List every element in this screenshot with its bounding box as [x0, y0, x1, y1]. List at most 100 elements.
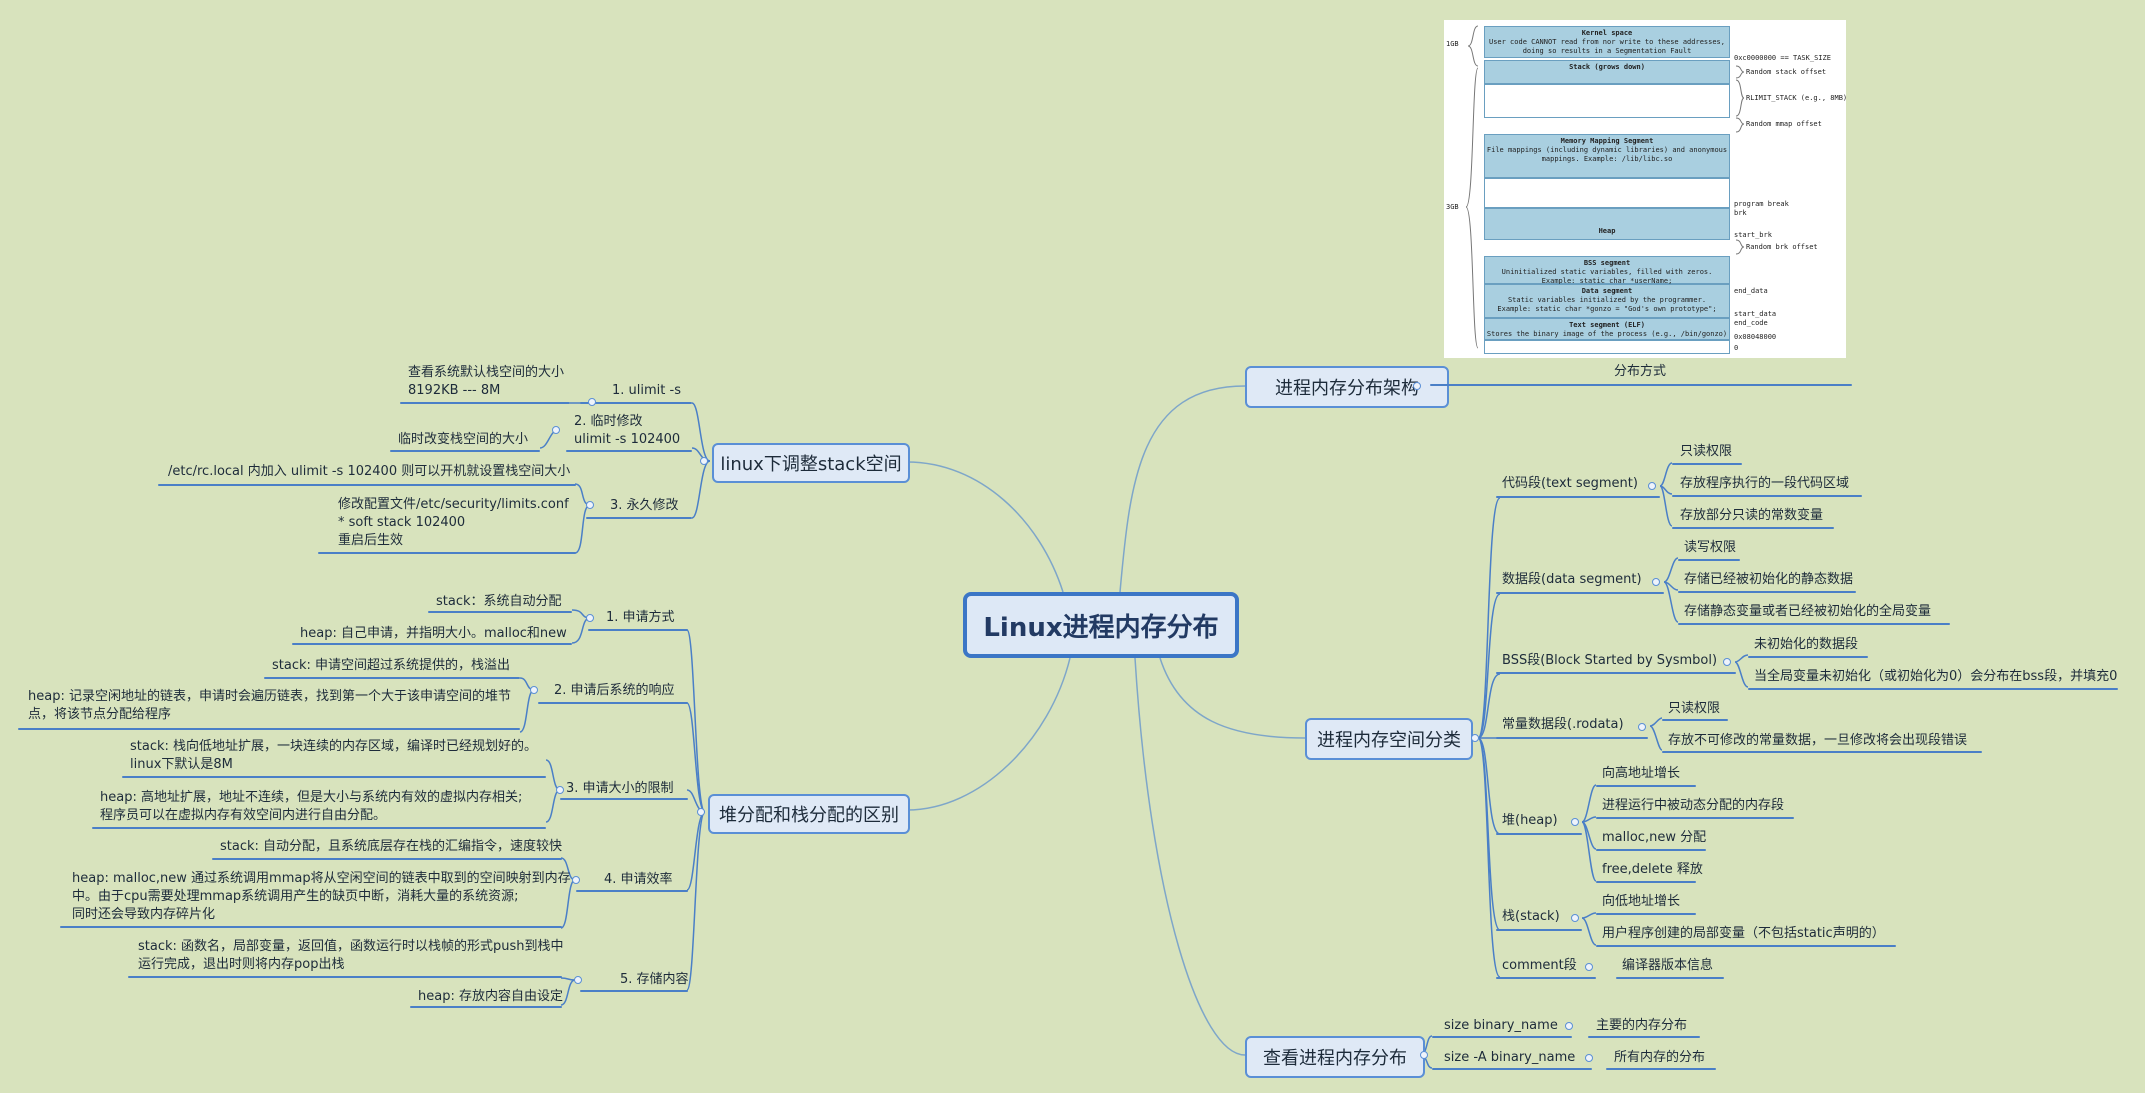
text-seg-item-3[interactable]: 存放部分只读的常数变量 — [1680, 508, 1824, 523]
data-seg-item-3[interactable]: 存储静态变量或者已经被初始化的全局变量 — [1684, 604, 1932, 619]
leaf-stack-frames-1[interactable]: stack: 函数名，局部变量，返回值，函数运行时以栈帧的形式push到栈中 — [138, 939, 564, 954]
collapse-toggle-ulimit[interactable] — [588, 398, 596, 406]
collapse-toggle-b1[interactable] — [586, 614, 594, 622]
branch-system-response[interactable]: 2. 申请后系统的响应 — [554, 683, 675, 698]
collapse-toggle-b2[interactable] — [530, 686, 538, 694]
stack-item-2[interactable]: 用户程序创建的局部变量（不包括static声明的） — [1602, 926, 1885, 941]
note-start-brk: start_brk — [1734, 231, 1772, 239]
bss-item-1[interactable]: 未初始化的数据段 — [1754, 637, 1859, 652]
collapse-toggle-permanent[interactable] — [586, 501, 594, 509]
heap-item-4[interactable]: free,delete 释放 — [1602, 862, 1703, 877]
node-comment-segment[interactable]: comment段 — [1502, 958, 1577, 973]
collapse-toggle-view-1[interactable] — [1565, 1022, 1573, 1030]
topic-linux-stack-adjust[interactable]: linux下调整stack空间 — [712, 443, 910, 483]
branch-storage-content[interactable]: 5. 存储内容 — [620, 972, 689, 987]
collapse-toggle-data-seg[interactable] — [1652, 578, 1660, 586]
leaf-stack-contiguous-2[interactable]: linux下默认是8M — [130, 757, 233, 772]
heap-item-1[interactable]: 向高地址增长 — [1602, 766, 1681, 781]
leaf-stack-contiguous-1[interactable]: stack: 栈向低地址扩展，一块连续的内存区域，编译时已经规划好的。 — [130, 739, 538, 754]
branch-efficiency[interactable]: 4. 申请效率 — [604, 872, 673, 887]
leaf-stack-overflow[interactable]: stack: 申请空间超过系统提供的，栈溢出 — [272, 658, 511, 673]
underline-comment — [1496, 977, 1596, 979]
bss-item-2[interactable]: 当全局变量未初始化（或初始化为0）会分布在bss段，并填充0 — [1754, 669, 2118, 684]
leaf-view-default-stack[interactable]: 查看系统默认栈空间的大小 — [408, 365, 565, 380]
collapse-toggle-stack[interactable] — [1571, 914, 1579, 922]
view-desc-size-a[interactable]: 所有内存的分布 — [1614, 1050, 1706, 1065]
branch-ulimit-s[interactable]: 1. ulimit -s — [612, 383, 681, 398]
leaf-stack-auto[interactable]: stack：系统自动分配 — [436, 594, 562, 609]
leaf-temp-change[interactable]: 临时改变栈空间的大小 — [398, 432, 529, 447]
underline-rodata — [1496, 737, 1648, 739]
node-bss-segment[interactable]: BSS段(Block Started by Sysmbol) — [1502, 653, 1718, 668]
data-seg-item-1[interactable]: 读写权限 — [1684, 540, 1737, 555]
collapse-toggle-heap-stack[interactable] — [697, 808, 705, 816]
leaf-rc-local[interactable]: /etc/rc.local 内加入 ulimit -s 102400 则可以开机… — [168, 464, 571, 479]
underline — [566, 450, 692, 452]
text-seg-item-2[interactable]: 存放程序执行的一段代码区域 — [1680, 476, 1850, 491]
leaf-heap-virtual-1[interactable]: heap: 高地址扩展，地址不连续，但是大小与系统内有效的虚拟内存相关; — [100, 790, 523, 805]
node-text-segment[interactable]: 代码段(text segment) — [1502, 476, 1638, 491]
collapse-toggle-temp[interactable] — [552, 426, 560, 434]
collapse-toggle-classification[interactable] — [1471, 734, 1479, 742]
heap-item-3[interactable]: malloc,new 分配 — [1602, 830, 1707, 845]
collapse-toggle-stack-adjust[interactable] — [700, 457, 708, 465]
rodata-item-1[interactable]: 只读权限 — [1668, 701, 1721, 716]
leaf-limits-conf[interactable]: 修改配置文件/etc/security/limits.conf — [338, 497, 569, 512]
node-data-segment[interactable]: 数据段(data segment) — [1502, 572, 1642, 587]
collapse-toggle-heap[interactable] — [1571, 818, 1579, 826]
leaf-stack-fast[interactable]: stack: 自动分配，且系统底层存在栈的汇编指令，速度较快 — [220, 839, 563, 854]
collapse-toggle-view-2[interactable] — [1585, 1054, 1593, 1062]
view-desc-size[interactable]: 主要的内存分布 — [1596, 1018, 1688, 1033]
node-stack[interactable]: 栈(stack) — [1502, 909, 1560, 924]
leaf-heap-virtual-2[interactable]: 程序员可以在虚拟内存有效空间内进行自由分配。 — [100, 808, 387, 823]
note-random-mmap: Random mmap offset — [1746, 120, 1822, 128]
leaf-distribution-method[interactable]: 分布方式 — [1614, 364, 1667, 379]
topic-memory-classification[interactable]: 进程内存空间分类 — [1305, 718, 1473, 760]
branch-permanent-modify[interactable]: 3. 永久修改 — [610, 498, 679, 513]
underline — [1596, 945, 1896, 947]
leaf-default-size[interactable]: 8192KB --- 8M — [408, 383, 501, 398]
collapse-toggle-bss[interactable] — [1723, 658, 1731, 666]
branch-apply-method[interactable]: 1. 申请方式 — [606, 610, 675, 625]
underline — [158, 484, 576, 486]
central-topic[interactable]: Linux进程内存分布 — [963, 592, 1239, 658]
collapse-toggle-text-seg[interactable] — [1648, 482, 1656, 490]
leaf-heap-mmap-2[interactable]: 中。由于cpu需要处理mmap系统调用产生的缺页中断，消耗大量的系统资源; — [72, 889, 519, 904]
leaf-heap-mmap-1[interactable]: heap: malloc,new 通过系统调用mmap将从空闲空间的链表中取到的… — [72, 871, 571, 886]
note-end-code: end_code — [1734, 319, 1768, 327]
collapse-toggle-architecture[interactable] — [1413, 382, 1421, 390]
leaf-heap-free-content[interactable]: heap: 存放内容自由设定 — [418, 989, 563, 1004]
leaf-heap-freelist-1[interactable]: heap: 记录空闲地址的链表，申请时会遍历链表，找到第一个大于该申请空间的堆节 — [28, 689, 511, 704]
leaf-heap-mmap-3[interactable]: 同时还会导致内存碎片化 — [72, 907, 216, 922]
branch-temp-modify[interactable]: 2. 临时修改 — [574, 414, 643, 429]
heap-item-2[interactable]: 进程运行中被动态分配的内存段 — [1602, 798, 1785, 813]
data-seg-item-2[interactable]: 存储已经被初始化的静态数据 — [1684, 572, 1854, 587]
underline-distribution — [1430, 384, 1852, 386]
collapse-toggle-b4[interactable] — [572, 876, 580, 884]
memory-layout-figure: Kernel space User code CANNOT read from … — [1444, 20, 1847, 358]
node-rodata-segment[interactable]: 常量数据段(.rodata) — [1502, 717, 1624, 732]
leaf-stack-frames-2[interactable]: 运行完成，退出时则将内存pop出栈 — [138, 957, 345, 972]
collapse-toggle-view[interactable] — [1420, 1051, 1428, 1059]
leaf-heap-freelist-2[interactable]: 点，将该节点分配给程序 — [28, 707, 172, 722]
collapse-toggle-comment[interactable] — [1585, 963, 1593, 971]
collapse-toggle-rodata[interactable] — [1638, 723, 1646, 731]
comment-item-1[interactable]: 编译器版本信息 — [1622, 958, 1714, 973]
underline — [1596, 913, 1696, 915]
branch-size-limit[interactable]: 3. 申请大小的限制 — [566, 781, 674, 796]
text-seg-item-1[interactable]: 只读权限 — [1680, 444, 1733, 459]
note-random-brk: Random brk offset — [1746, 243, 1818, 251]
topic-heap-stack-diff[interactable]: 堆分配和栈分配的区别 — [708, 794, 910, 834]
branch-temp-modify-cmd[interactable]: ulimit -s 102400 — [574, 432, 681, 447]
collapse-toggle-b5[interactable] — [574, 976, 582, 984]
collapse-toggle-b3[interactable] — [556, 786, 564, 794]
leaf-soft-stack[interactable]: * soft stack 102400 — [338, 515, 466, 530]
topic-view-memory[interactable]: 查看进程内存分布 — [1245, 1036, 1425, 1078]
leaf-restart[interactable]: 重启后生效 — [338, 533, 404, 548]
rodata-item-2[interactable]: 存放不可修改的常量数据，一旦修改将会出现段错误 — [1668, 733, 1968, 748]
view-cmd-size-a[interactable]: size -A binary_name — [1444, 1050, 1576, 1065]
leaf-heap-malloc[interactable]: heap: 自己申请，并指明大小。malloc和new — [300, 626, 567, 641]
stack-item-1[interactable]: 向低地址增长 — [1602, 894, 1681, 909]
node-heap[interactable]: 堆(heap) — [1502, 813, 1558, 828]
view-cmd-size[interactable]: size binary_name — [1444, 1018, 1558, 1033]
